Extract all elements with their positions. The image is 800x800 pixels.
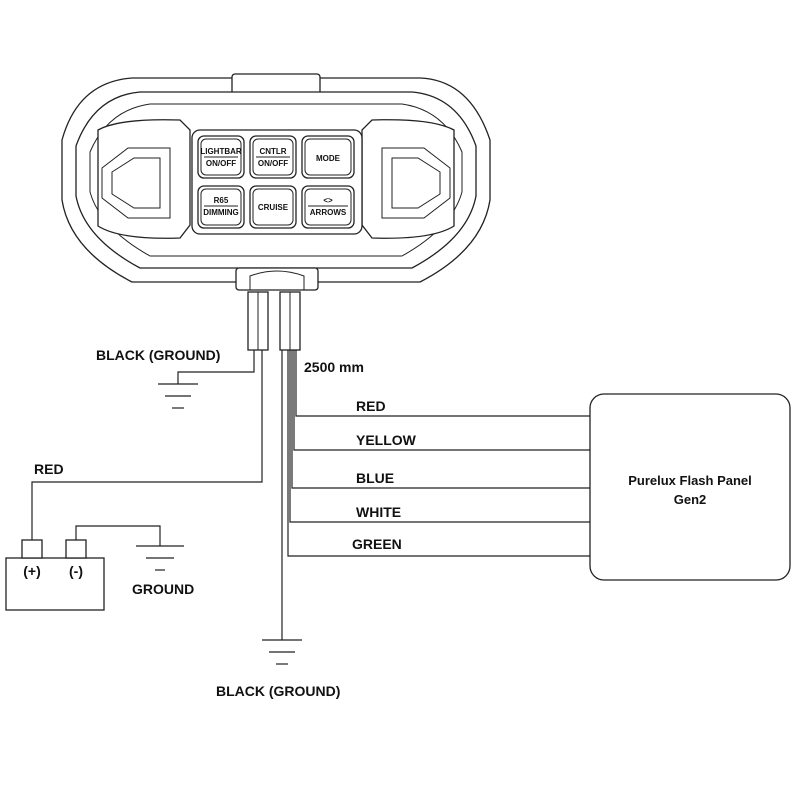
label-wire-yellow: YELLOW <box>356 432 417 448</box>
wire-red-power <box>31 350 263 540</box>
battery: (+) (-) <box>5 539 105 611</box>
label-black-ground-top: BLACK (GROUND) <box>96 347 220 363</box>
label-wire-white: WHITE <box>356 504 401 520</box>
label-red-power: RED <box>34 461 64 477</box>
cable-gland-right <box>279 291 301 351</box>
ground-symbol-top <box>158 383 198 409</box>
wire-red-signal <box>295 350 590 417</box>
battery-minus-label: (-) <box>69 563 83 579</box>
wire-white <box>289 350 590 523</box>
button-cntlr-line2: ON/OFF <box>258 159 288 168</box>
wire-yellow <box>293 350 590 451</box>
label-wire-red: RED <box>356 398 386 414</box>
button-lightbar-line2: ON/OFF <box>206 159 236 168</box>
button-dimming-line1: R65 <box>214 196 229 205</box>
controller-housing <box>61 73 491 291</box>
button-dimming-line2: DIMMING <box>203 208 239 217</box>
flash-panel-box: Purelux Flash Panel Gen2 <box>589 393 791 581</box>
button-mode-label: MODE <box>316 154 341 163</box>
wire-black-ground-top <box>177 350 255 384</box>
button-cruise-label: CRUISE <box>258 203 289 212</box>
button-arrows: <> ARROWS <box>301 185 355 229</box>
battery-positive-terminal <box>21 539 43 559</box>
label-cable-length: 2500 mm <box>304 359 364 375</box>
cable-gland-left <box>247 291 269 351</box>
button-cntlr-line1: CNTLR <box>259 147 286 156</box>
button-cntlr: CNTLR ON/OFF <box>249 135 297 179</box>
flash-panel-gen: Gen2 <box>674 492 707 507</box>
button-mode: MODE <box>301 135 355 179</box>
ground-symbol-battery <box>136 545 184 571</box>
flash-panel-name: Purelux Flash Panel <box>628 473 752 488</box>
label-ground: GROUND <box>132 581 194 597</box>
label-wire-blue: BLUE <box>356 470 394 486</box>
label-wire-green: GREEN <box>352 536 402 552</box>
button-lightbar: LIGHTBAR ON/OFF <box>197 135 245 179</box>
button-lightbar-line1: LIGHTBAR <box>200 147 242 156</box>
ground-symbol-bottom <box>262 639 302 665</box>
button-dimming: R65 DIMMING <box>197 185 245 229</box>
button-arrows-line2: ARROWS <box>310 208 347 217</box>
battery-negative-terminal <box>65 539 87 559</box>
wire-battery-ground <box>75 525 161 546</box>
button-cruise: CRUISE <box>249 185 297 229</box>
wire-green <box>287 350 590 557</box>
label-black-ground-bottom: BLACK (GROUND) <box>216 683 340 699</box>
button-arrows-line1: <> <box>323 196 333 205</box>
battery-plus-label: (+) <box>23 563 41 579</box>
wire-blue <box>291 350 590 489</box>
